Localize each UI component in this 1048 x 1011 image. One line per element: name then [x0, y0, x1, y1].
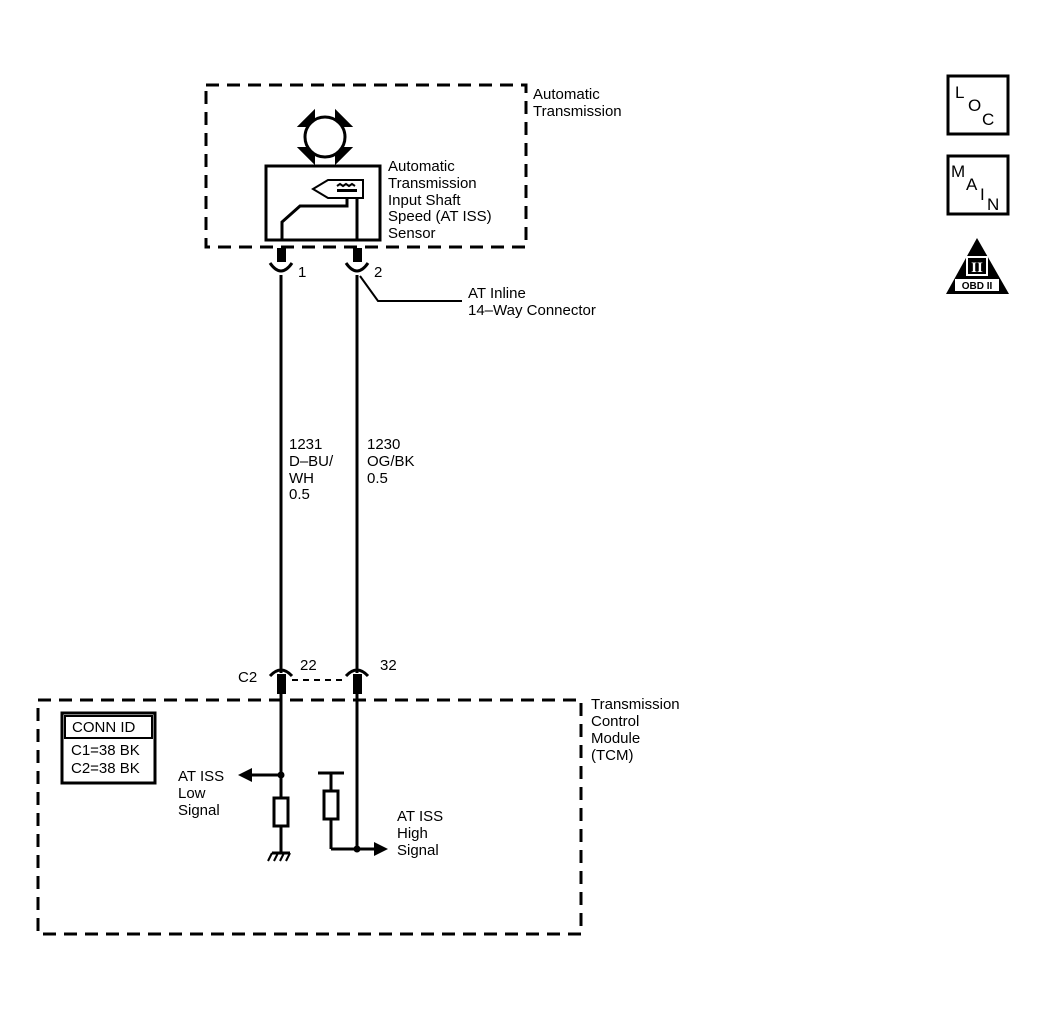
svg-text:I: I	[980, 185, 985, 204]
svg-text:OBD II: OBD II	[962, 281, 993, 292]
conn-id-box	[60, 711, 157, 785]
tcm-label: Transmission Control Module (TCM)	[591, 696, 684, 764]
sensor-location-icon	[286, 98, 364, 176]
loc-icon[interactable]: L O C	[946, 74, 1010, 136]
sensor-label: Automatic Transmission Input Shaft Speed…	[388, 158, 496, 242]
c2-label: C2	[238, 669, 257, 686]
svg-text:A: A	[966, 175, 978, 194]
transmission-housing	[204, 83, 528, 249]
as-iss-sensor	[264, 164, 382, 242]
wire-1231-label: 1231 D–BU/ WH 0.5	[289, 436, 337, 503]
inline-pin-2-label: 2	[374, 264, 382, 281]
tcm-pin-22-label: 22	[300, 657, 317, 674]
inline-pin-1-label: 1	[298, 264, 306, 281]
svg-text:N: N	[987, 195, 999, 214]
low-signal-circuit	[238, 694, 291, 862]
inline-connector	[268, 248, 462, 302]
svg-text:L: L	[955, 83, 964, 102]
tcm-connector-c2	[268, 668, 370, 694]
svg-text:M: M	[951, 162, 965, 181]
conn-id-title: CONN ID	[72, 719, 136, 736]
conn-id-values: C1=38 BK C2=38 BK	[71, 742, 144, 777]
low-signal-label: AT ISS Low Signal	[178, 768, 228, 819]
wire-1230-label: 1230 OG/BK 0.5	[367, 436, 419, 487]
svg-text:O: O	[968, 96, 981, 115]
tcm-pin-32-label: 32	[380, 657, 397, 674]
svg-text:C: C	[982, 110, 994, 129]
svg-text:II: II	[971, 260, 983, 276]
high-signal-label: AT ISS High Signal	[397, 808, 447, 859]
inline-connector-label: AT Inline 14–Way Connector	[468, 285, 596, 319]
tcm-housing	[36, 698, 583, 936]
high-signal-circuit	[318, 694, 388, 856]
obd-ii-icon[interactable]: II OBD II	[946, 238, 1009, 294]
transmission-label: Automatic Transmission	[533, 86, 622, 120]
main-icon[interactable]: M A I N	[946, 154, 1010, 216]
